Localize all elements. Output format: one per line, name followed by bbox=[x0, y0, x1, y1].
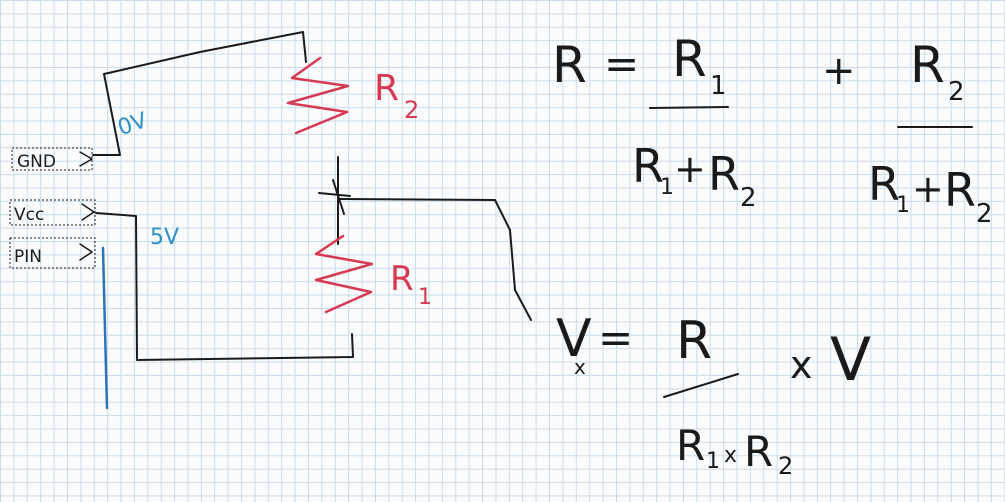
formula1-num1-sub: 1 bbox=[710, 71, 727, 101]
gnd-wire bbox=[92, 31, 307, 156]
formula2-rhs: V bbox=[830, 325, 871, 395]
junction-mark bbox=[318, 179, 351, 215]
resistor-r2-zigzag bbox=[286, 56, 350, 135]
formula1-equals: = bbox=[604, 39, 639, 88]
formula1-den1-plus: + bbox=[674, 147, 706, 191]
resistor-r2: R 2 bbox=[286, 56, 419, 135]
formula1-den2-b: R bbox=[944, 163, 976, 217]
formula-voltage: V x = R R 1 x R 2 x V bbox=[556, 309, 871, 480]
formula2-bar bbox=[663, 373, 739, 398]
formula2-den-a: R bbox=[676, 421, 705, 470]
pin-vcc-label: Vcc bbox=[14, 205, 44, 225]
formula2-den-a-sub: 1 bbox=[706, 449, 720, 474]
resistor-r1: R 1 bbox=[314, 234, 432, 314]
pin-box-gnd bbox=[11, 147, 93, 171]
resistor-r2-subscript: 2 bbox=[404, 96, 419, 124]
resistor-r1-label: R bbox=[390, 259, 414, 299]
pin-arrows bbox=[79, 151, 95, 261]
formula2-den-b: R bbox=[744, 427, 773, 476]
pin-signal-line bbox=[101, 246, 109, 410]
pin-header: GND Vcc PIN bbox=[9, 147, 96, 269]
circuit-wires bbox=[92, 31, 532, 361]
formula1-den1-a-sub: 1 bbox=[660, 175, 674, 200]
voltage-label-five: 5V bbox=[150, 225, 179, 250]
resistor-r1-zigzag bbox=[314, 234, 374, 314]
voltage-label-zero: 0V bbox=[115, 108, 150, 141]
pin-gnd-label: GND bbox=[17, 152, 56, 172]
formula1-den1-b: R bbox=[708, 147, 740, 201]
formula1-num2: R bbox=[910, 36, 945, 94]
formula-resistance: R = R 1 R 1 + R 2 + R 2 R 1 + R 2 bbox=[552, 30, 993, 229]
formula1-num1: R bbox=[672, 30, 707, 88]
vcc-wire bbox=[95, 212, 354, 361]
formula1-den2-plus: + bbox=[912, 167, 944, 211]
formula2-equals: = bbox=[598, 313, 633, 362]
pin-box-pin bbox=[9, 237, 96, 269]
formula1-operator: + bbox=[822, 48, 856, 94]
output-wire bbox=[339, 198, 532, 321]
formula1-den1-a: R bbox=[632, 139, 664, 193]
formula1-den2-a: R bbox=[868, 157, 900, 211]
pin-pin-label: PIN bbox=[14, 247, 42, 267]
formula2-times: x bbox=[790, 343, 813, 387]
formula1-lhs: R bbox=[552, 36, 587, 94]
formula2-den-b-sub: 2 bbox=[778, 452, 793, 480]
resistor-r1-subscript: 1 bbox=[418, 285, 432, 310]
formula1-bar1 bbox=[649, 106, 729, 109]
formula2-lhs-sub: x bbox=[574, 355, 586, 379]
formula1-den1-b-sub: 2 bbox=[740, 183, 757, 213]
formula1-num2-sub: 2 bbox=[948, 77, 965, 107]
formula2-numerator: R bbox=[676, 311, 712, 371]
formula1-den2-b-sub: 2 bbox=[976, 199, 993, 229]
formula2-lhs: V bbox=[556, 309, 592, 369]
pin-box-vcc bbox=[9, 199, 96, 226]
formula1-den2-a-sub: 1 bbox=[896, 193, 910, 218]
resistor-r2-label: R bbox=[374, 68, 399, 109]
formula2-den-op: x bbox=[724, 443, 737, 468]
